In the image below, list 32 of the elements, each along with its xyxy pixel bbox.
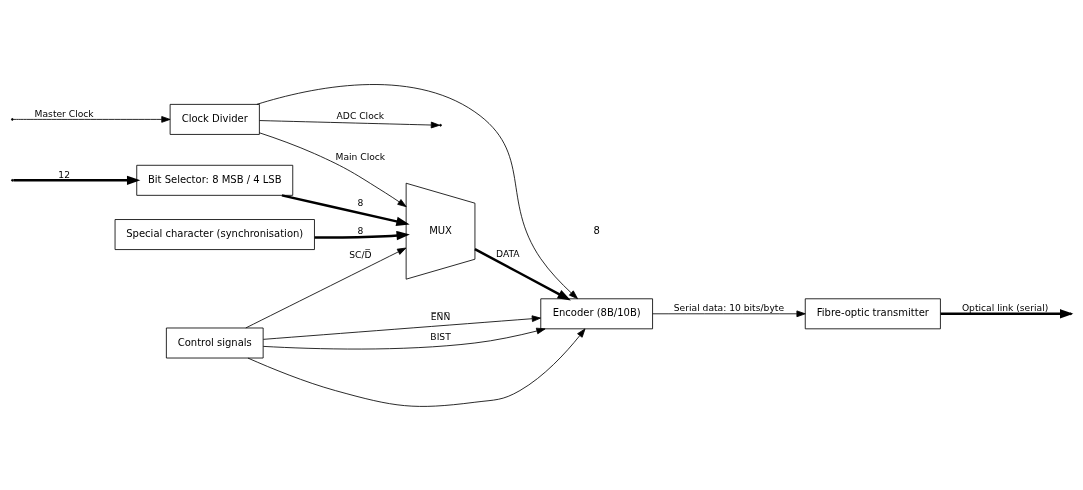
edge-label: Serial data: 10 bits/byte <box>673 301 785 313</box>
node-box: Special character (synchronisation) <box>114 218 315 250</box>
arrow <box>12 115 171 123</box>
edge-label: ADC Clock <box>336 109 385 121</box>
edge-label: E̅N̅N̅ <box>430 310 451 322</box>
label: 8 <box>593 224 600 236</box>
edge-label: Main Clock <box>335 150 386 162</box>
arrow <box>281 193 410 226</box>
arrow <box>262 327 546 349</box>
node-box: Clock Divider <box>169 103 260 135</box>
node-box: Control signals <box>165 327 264 358</box>
arrow <box>652 309 806 317</box>
arrow <box>474 247 571 300</box>
node-box: Fibre-optic transmitter <box>804 297 941 329</box>
edge-label: Optical link (serial) <box>961 301 1049 313</box>
node-box: Bit Selector: 8 MSB / 4 LSB <box>136 164 294 196</box>
edge-label: SC/D̅ <box>349 248 372 260</box>
arrow <box>245 247 407 328</box>
edge-label: BIST <box>430 330 451 342</box>
edge-label: DATA <box>496 247 520 259</box>
node-box: MUX <box>405 182 476 280</box>
arrow <box>262 314 541 340</box>
edge-label: 12 <box>58 168 70 180</box>
arrow <box>314 230 410 240</box>
arrow <box>13 175 141 185</box>
arrow <box>259 131 407 207</box>
edge-label: 8 <box>357 224 364 236</box>
edge-label: 8 <box>357 196 364 208</box>
arrow <box>247 328 586 407</box>
node-box: Encoder (8B/10B) <box>540 297 653 329</box>
arrow <box>256 83 578 299</box>
edge-label: Master Clock <box>34 107 94 119</box>
